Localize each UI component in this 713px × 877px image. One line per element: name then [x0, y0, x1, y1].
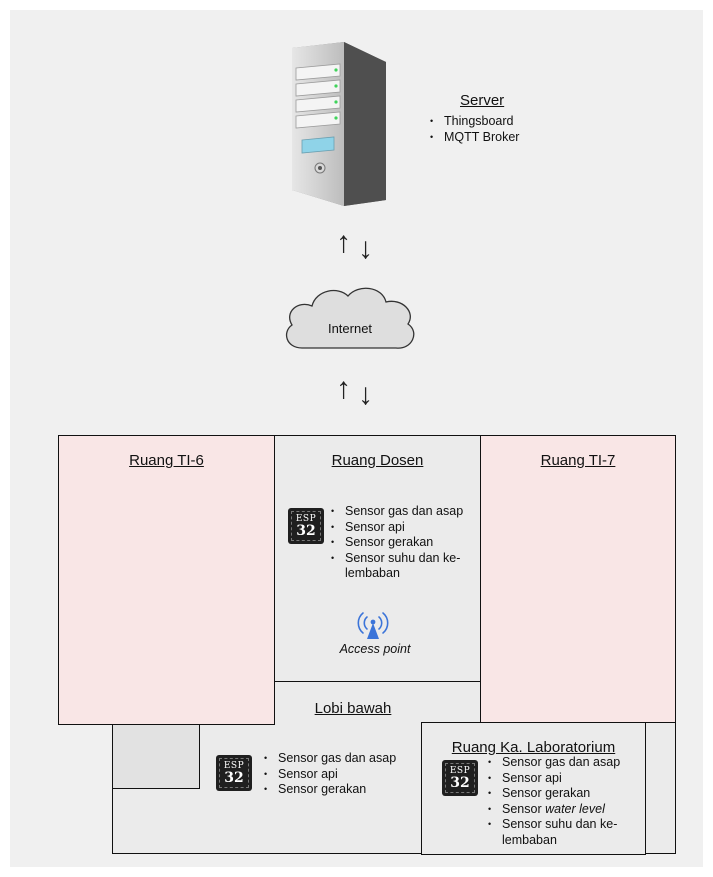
sensor-water-level: water level: [545, 801, 605, 816]
arrow-up-icon: ↑: [336, 372, 351, 405]
esp-chip-text: 32: [296, 523, 316, 539]
storage-box: [112, 722, 200, 789]
server-services-list: Thingsboard MQTT Broker: [430, 114, 519, 145]
sensor-item: Sensor gerakan: [264, 782, 424, 798]
arrow-up-icon: ↑: [336, 226, 351, 259]
arrow-down-icon: ↓: [358, 232, 373, 265]
sensor-item: Sensor gas dan asap: [264, 751, 424, 767]
esp32-chip-icon: ESP 32: [216, 755, 252, 791]
sensor-item-continuation: lembaban: [345, 566, 400, 580]
room-title: Ruang Ka. Laboratorium: [451, 739, 616, 756]
diagram-canvas: Server Thingsboard MQTT Broker ↑ ↓ Inter…: [10, 10, 703, 867]
sensor-item: Sensor gas dan asap: [331, 504, 481, 520]
sensor-item: Sensor gerakan: [488, 786, 638, 802]
esp32-chip-icon: ESP 32: [288, 508, 324, 544]
sensor-item: Sensor suhu dan ke-: [331, 551, 481, 567]
sensor-item: Sensor api: [331, 520, 481, 536]
esp-chip-text: ESP: [449, 766, 471, 776]
room-title: Ruang TI-6: [129, 452, 204, 469]
esp-chip-text: 32: [224, 770, 244, 786]
sensor-item-continuation: lembaban: [502, 832, 557, 847]
room-ti-6: Ruang TI-6: [58, 435, 275, 725]
sensor-item: Sensor suhu dan ke-: [488, 817, 638, 833]
sensor-item: Sensor gerakan: [331, 535, 481, 551]
service-item: Thingsboard: [430, 114, 519, 130]
server-title: Server: [460, 92, 505, 109]
access-point-label: Access point: [339, 642, 411, 656]
server-tower-icon: [292, 42, 386, 206]
room-title: Ruang Dosen: [331, 452, 424, 469]
sensor-item: Sensor gas dan asap: [488, 755, 638, 771]
internet-cloud-icon: [285, 287, 415, 349]
service-item: MQTT Broker: [430, 130, 519, 146]
room-title: Lobi bawah: [314, 700, 392, 717]
internet-label: Internet: [327, 321, 373, 336]
room-title: Ruang TI-7: [540, 452, 616, 469]
arrow-down-icon: ↓: [358, 378, 373, 411]
sensor-item: Sensor api: [264, 767, 424, 783]
lab-sensor-list: Sensor gas dan asap Sensor api Sensor ge…: [488, 755, 638, 848]
dosen-sensor-list: Sensor gas dan asap Sensor api Sensor ge…: [331, 504, 481, 582]
lobi-sensor-list: Sensor gas dan asap Sensor api Sensor ge…: [264, 751, 424, 798]
sensor-item: Sensor water level: [488, 802, 638, 818]
esp-chip-text: ESP: [295, 514, 317, 524]
esp-chip-text: 32: [450, 775, 470, 791]
sensor-item: Sensor api: [488, 771, 638, 787]
access-point-icon: [357, 612, 389, 639]
esp32-chip-icon: ESP 32: [442, 760, 478, 796]
sensor-prefix: Sensor: [502, 801, 546, 816]
esp-chip-text: ESP: [223, 761, 245, 771]
room-ti-7: Ruang TI-7: [480, 435, 676, 723]
